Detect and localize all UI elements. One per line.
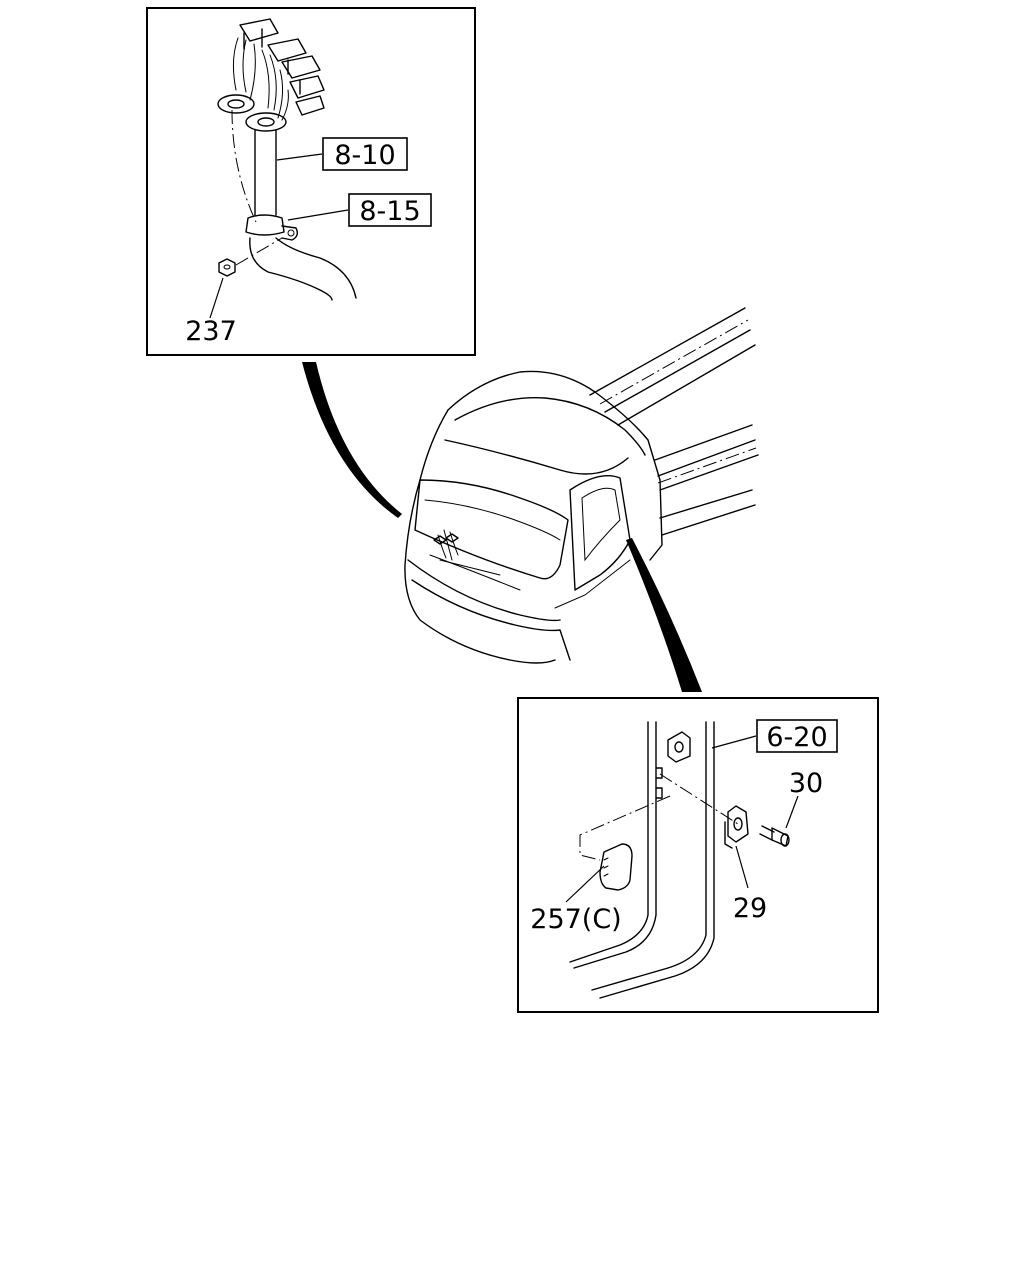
connector-bundle xyxy=(217,18,357,301)
callout-6-20: 6-20 xyxy=(766,722,827,753)
pointer-arrow-upper xyxy=(302,362,402,518)
callout-box-8-10 xyxy=(322,137,408,171)
detail-frame-upper: 8-10 8-15 237 xyxy=(146,7,476,356)
callout-8-15: 8-15 xyxy=(359,196,420,227)
callout-box-8-15 xyxy=(348,193,432,227)
pointer-arrow-lower xyxy=(626,538,702,692)
callout-257c: 257(C) xyxy=(530,904,621,935)
callout-237: 237 xyxy=(185,316,237,347)
callout-29: 29 xyxy=(733,893,767,924)
detail-frame-lower: 6-20 30 29 257(C) xyxy=(517,697,879,1013)
truck-cab-illustration xyxy=(404,307,759,664)
callout-box-6-20 xyxy=(756,719,838,753)
callout-30: 30 xyxy=(789,768,823,799)
callout-8-10: 8-10 xyxy=(334,140,395,171)
door-pillar xyxy=(569,721,790,999)
